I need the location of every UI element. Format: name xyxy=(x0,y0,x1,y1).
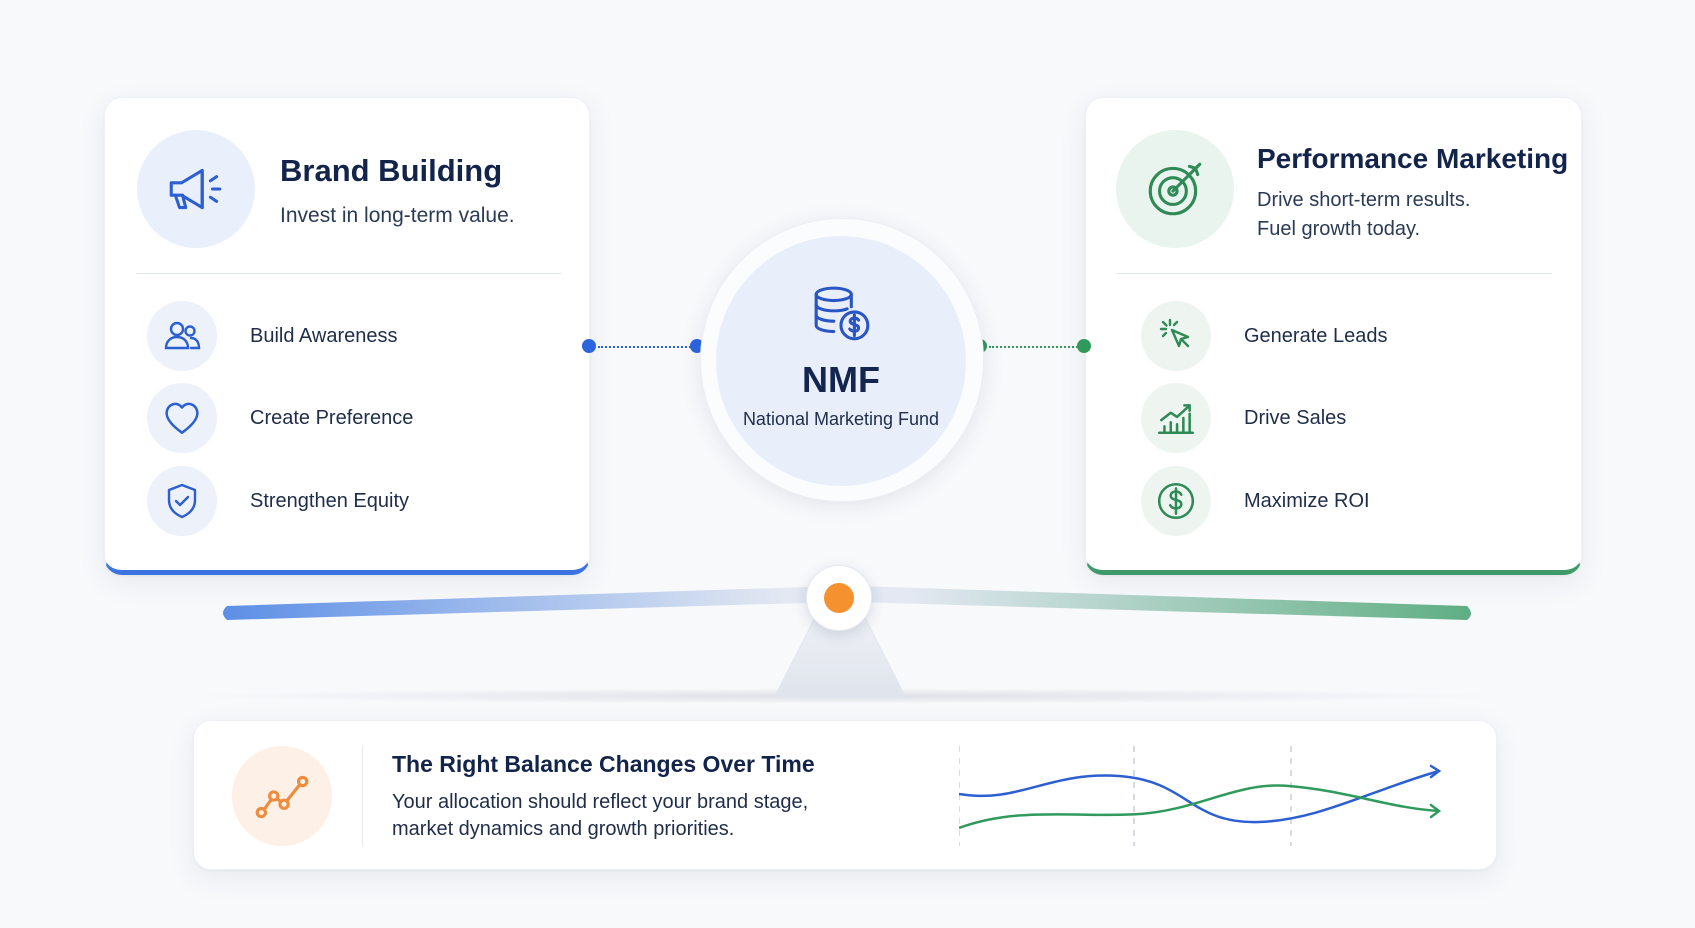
scale-stand xyxy=(776,612,904,699)
nmf-circle: NMF National Marketing Fund xyxy=(716,236,966,486)
list-item-build-awareness: Build Awareness xyxy=(147,301,398,371)
list-item-strengthen-equity: Strengthen Equity xyxy=(147,466,409,536)
connector-line-right xyxy=(989,346,1081,348)
bottom-text-line1: Your allocation should reflect your bran… xyxy=(392,791,809,813)
database-dollar-icon xyxy=(811,284,873,351)
cursor-click-icon xyxy=(1141,301,1211,371)
item-label: Generate Leads xyxy=(1244,324,1388,347)
shield-check-icon xyxy=(147,466,217,536)
card-subtitle: Invest in long-term value. xyxy=(280,204,515,227)
blue-trend-line xyxy=(959,769,1440,824)
item-label: Strengthen Equity xyxy=(250,489,409,512)
bottom-text-line2: market dynamics and growth priorities. xyxy=(392,818,735,840)
chart-bars-up-icon xyxy=(1141,383,1211,453)
nmf-subtitle: National Marketing Fund xyxy=(742,409,940,429)
card-title: Brand Building xyxy=(280,153,503,188)
megaphone-icon xyxy=(137,130,255,248)
dollar-circle-icon xyxy=(1141,466,1211,536)
item-label: Build Awareness xyxy=(250,324,398,347)
card-title: Performance Marketing xyxy=(1257,143,1569,174)
list-item-create-preference: Create Preference xyxy=(147,383,413,453)
list-item-generate-leads: Generate Leads xyxy=(1141,301,1387,371)
balance-info-card: The Right Balance Changes Over Time Your… xyxy=(193,720,1497,870)
nmf-title: NMF xyxy=(802,359,880,400)
trend-line-icon xyxy=(232,746,332,846)
blue-arrowhead xyxy=(1429,764,1442,779)
list-item-drive-sales: Drive Sales xyxy=(1141,383,1346,453)
item-label: Create Preference xyxy=(250,406,414,429)
divider xyxy=(1116,273,1552,274)
divider xyxy=(136,273,562,274)
bottom-title: The Right Balance Changes Over Time xyxy=(392,751,815,777)
item-label: Maximize ROI xyxy=(1244,489,1370,512)
connector-line-left xyxy=(598,346,694,348)
pivot-dot xyxy=(824,583,854,613)
list-item-maximize-roi: Maximize ROI xyxy=(1141,466,1370,536)
card-subtitle-line1: Drive short-term results. xyxy=(1257,189,1471,211)
green-trend-line xyxy=(959,784,1440,830)
people-icon xyxy=(147,301,217,371)
balance-trend-chart xyxy=(959,746,1442,846)
bottom-text: Your allocation should reflect your bran… xyxy=(392,789,808,843)
card-subtitle-line2: Fuel growth today. xyxy=(1257,218,1421,240)
scale-pivot xyxy=(806,565,872,631)
brand-building-card: Brand Building Invest in long-term value… xyxy=(104,97,590,575)
heart-icon xyxy=(147,383,217,453)
connector-dot-right-outer xyxy=(1077,339,1091,353)
divider xyxy=(362,746,363,846)
connector-dot-left-outer xyxy=(582,339,596,353)
green-arrowhead xyxy=(1429,803,1442,819)
item-label: Drive Sales xyxy=(1244,406,1347,429)
target-arrow-icon xyxy=(1116,130,1234,248)
performance-marketing-card: Performance Marketing Drive short-term r… xyxy=(1085,97,1582,575)
